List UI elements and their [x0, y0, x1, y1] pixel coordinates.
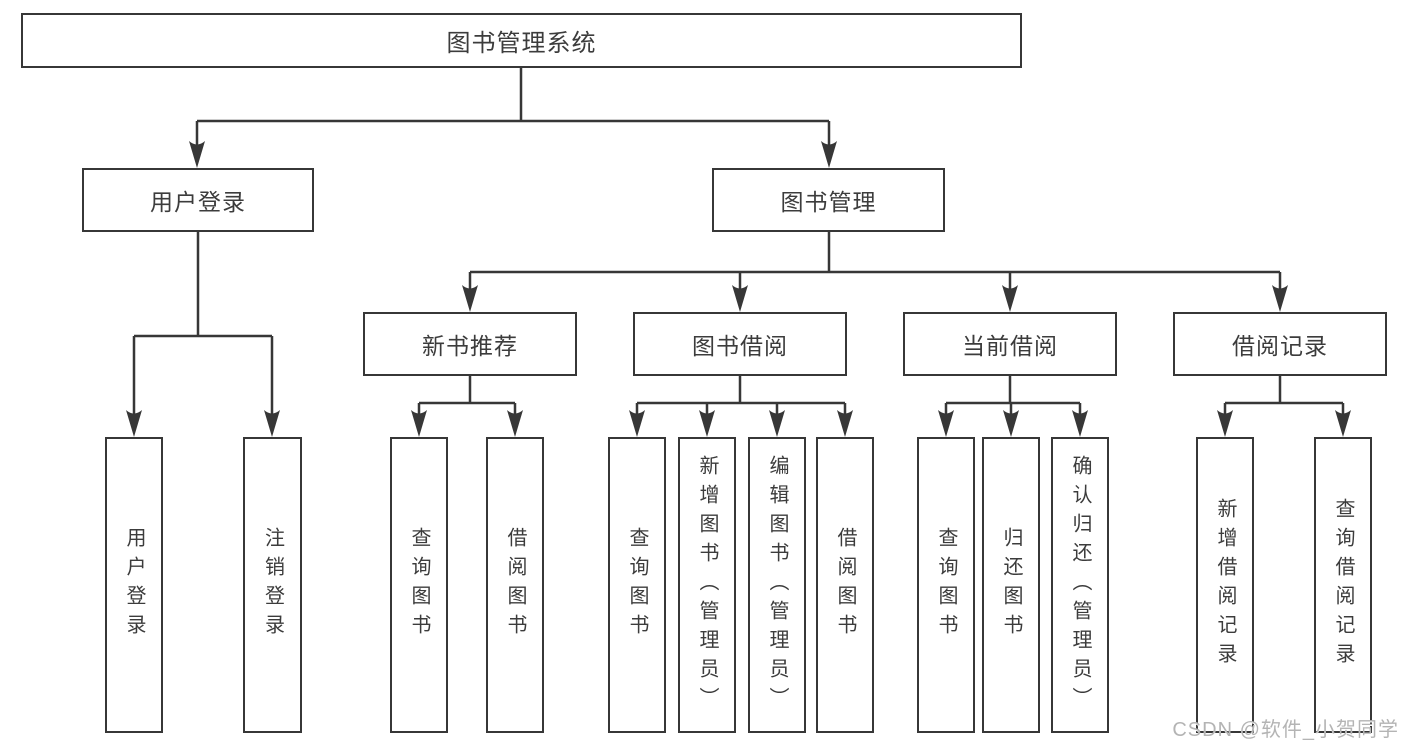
node-label: 新书推荐	[422, 333, 518, 359]
leaf-return-book: 归还图书	[982, 437, 1040, 733]
arrowhead	[462, 285, 478, 312]
arrowhead	[699, 410, 715, 437]
connector-book-mgmt-split	[468, 232, 1282, 290]
node-label: 新增图书（管理员）	[696, 454, 718, 716]
node-label: 图书借阅	[692, 333, 788, 359]
node-label: 查询图书	[935, 527, 957, 643]
arrowhead	[1335, 410, 1351, 437]
connector-user-login-split	[132, 232, 274, 415]
leaf-confirm-return-admin: 确认归还（管理员）	[1051, 437, 1109, 733]
node-label: 用户登录	[150, 189, 246, 215]
leaf-query-books-recommend: 查询图书	[390, 437, 448, 733]
node-label: 借阅图书	[504, 527, 526, 643]
connector-root-split	[195, 68, 831, 146]
arrowhead	[411, 410, 427, 437]
node-label: 查询借阅记录	[1332, 498, 1354, 672]
node-book-management: 图书管理	[712, 168, 945, 232]
node-label: 编辑图书（管理员）	[766, 454, 788, 716]
node-label: 归还图书	[1000, 527, 1022, 643]
arrowhead	[629, 410, 645, 437]
arrowhead	[1002, 285, 1018, 312]
connector-new-book-split	[417, 376, 517, 415]
leaf-query-books-borrow: 查询图书	[608, 437, 666, 733]
leaf-borrow-books-recommend: 借阅图书	[486, 437, 544, 733]
node-library-management-system: 图书管理系统	[21, 13, 1022, 68]
arrowhead	[821, 141, 837, 168]
node-book-borrow: 图书借阅	[633, 312, 847, 376]
leaf-logout: 注销登录	[243, 437, 302, 733]
csdn-watermark: CSDN @软件_小贺同学	[1172, 719, 1399, 741]
arrowhead	[264, 410, 280, 437]
connector-current-borrow-split	[944, 376, 1082, 415]
arrowhead	[769, 410, 785, 437]
arrowhead	[507, 410, 523, 437]
leaf-query-borrow-record: 查询借阅记录	[1314, 437, 1372, 733]
leaf-borrow-books: 借阅图书	[816, 437, 874, 733]
connector-book-borrow-split	[635, 376, 847, 415]
node-label: 查询图书	[626, 527, 648, 643]
node-label: 注销登录	[261, 527, 284, 643]
arrowhead	[732, 285, 748, 312]
node-label: 图书管理系统	[446, 30, 597, 57]
node-label: 查询图书	[408, 527, 430, 643]
arrowhead	[126, 410, 142, 437]
node-new-book-recommend: 新书推荐	[363, 312, 577, 376]
node-label: 用户登录	[123, 527, 145, 643]
node-borrow-record: 借阅记录	[1173, 312, 1387, 376]
node-label: 借阅记录	[1232, 333, 1328, 359]
arrowhead	[1003, 410, 1019, 437]
connector-borrow-record-split	[1223, 376, 1345, 415]
arrowhead	[938, 410, 954, 437]
node-label: 当前借阅	[962, 333, 1058, 359]
node-current-borrow: 当前借阅	[903, 312, 1117, 376]
leaf-edit-book-admin: 编辑图书（管理员）	[748, 437, 806, 733]
arrowhead	[1217, 410, 1233, 437]
leaf-add-book-admin: 新增图书（管理员）	[678, 437, 736, 733]
node-label: 借阅图书	[834, 527, 856, 643]
node-label: 新增借阅记录	[1214, 498, 1236, 672]
arrowhead	[1072, 410, 1088, 437]
arrowhead	[837, 410, 853, 437]
node-label: 确认归还（管理员）	[1069, 454, 1091, 716]
arrowhead	[1272, 285, 1288, 312]
leaf-user-login: 用户登录	[105, 437, 163, 733]
node-label: 图书管理	[780, 189, 877, 215]
node-user-login: 用户登录	[82, 168, 314, 232]
leaf-query-books-current: 查询图书	[917, 437, 975, 733]
arrowheads	[126, 141, 1351, 437]
arrowhead	[189, 141, 205, 168]
leaf-add-borrow-record: 新增借阅记录	[1196, 437, 1254, 733]
